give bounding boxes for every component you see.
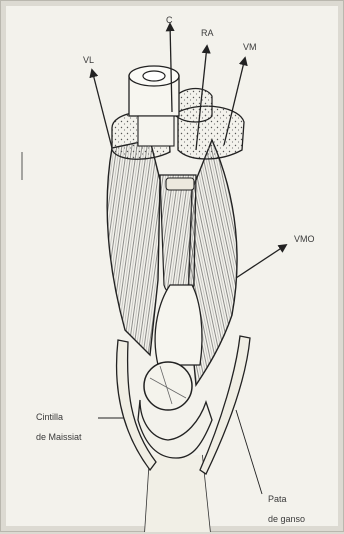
femur-canal [143, 71, 165, 81]
label-pata-line1: Pata [268, 494, 305, 504]
label-ra: RA [201, 28, 214, 38]
tendon-slot [166, 178, 194, 190]
patella [144, 362, 192, 410]
label-vm: VM [243, 42, 257, 52]
iliotibial-band [117, 340, 156, 470]
rectus-femoris [160, 175, 196, 296]
patellar-tendon [155, 285, 202, 365]
label-cintilla-de-maissiat: Cintilla de Maissiat [36, 402, 82, 452]
label-pata-de-ganso: Pata de ganso [268, 484, 305, 534]
label-pata-line2: de ganso [268, 514, 305, 524]
label-vmo: VMO [294, 234, 315, 244]
tibia-fill [145, 455, 210, 532]
label-c: C [166, 15, 173, 25]
section-ra [176, 89, 212, 123]
label-cintilla-line1: Cintilla [36, 412, 82, 422]
arrow-vl [92, 70, 112, 148]
arrow-vmo [236, 245, 286, 278]
label-cintilla-line2: de Maissiat [36, 432, 82, 442]
femur-lower [138, 116, 174, 146]
leader-pata [236, 410, 262, 494]
label-vl: VL [83, 55, 94, 65]
vastus-lateralis [107, 140, 160, 355]
